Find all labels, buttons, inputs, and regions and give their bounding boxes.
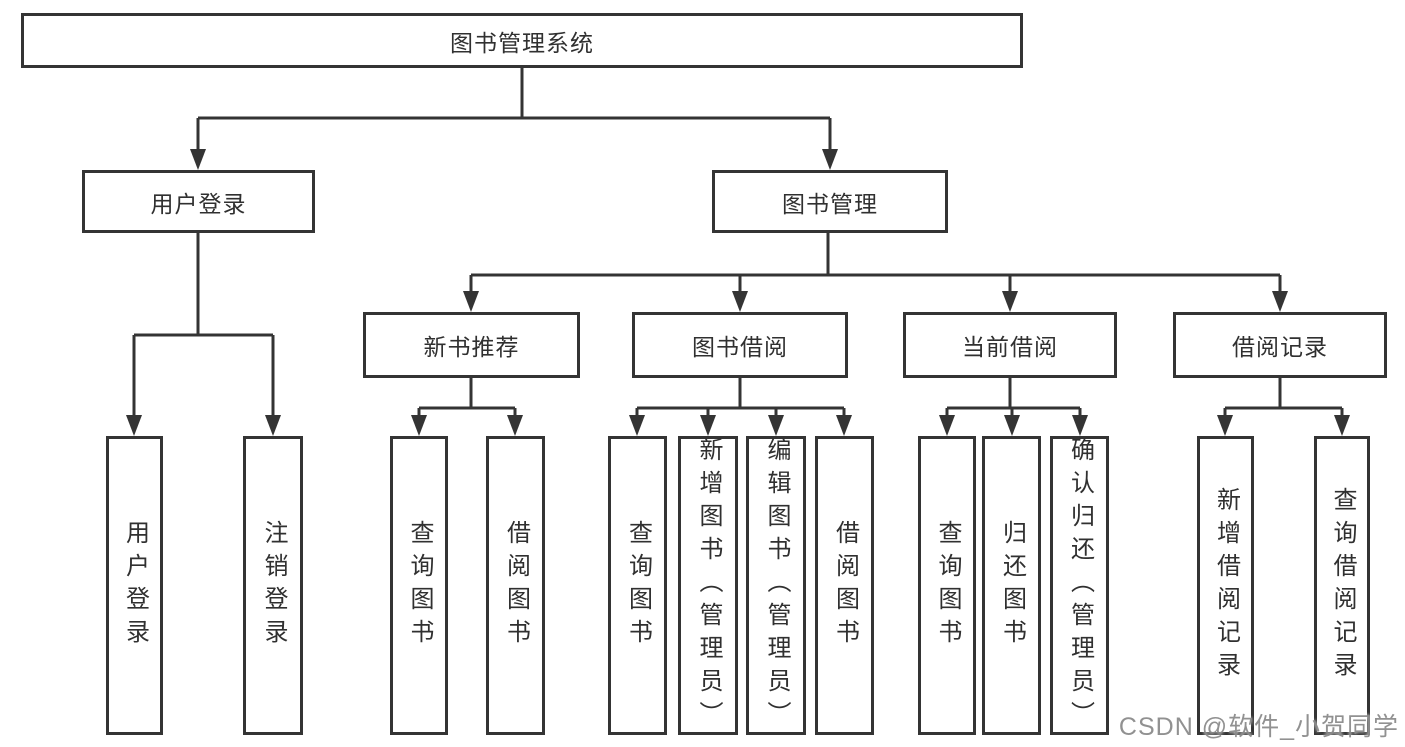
node-label: 新书推荐 — [423, 334, 520, 360]
node-label: 编辑图书（管理员） — [763, 437, 790, 734]
node-label: 查询图书 — [624, 519, 652, 652]
node-label: 新增借阅记录 — [1212, 486, 1240, 685]
node-label: 用户登录 — [121, 519, 149, 652]
node-label: 当前借阅 — [962, 334, 1058, 360]
node-current-borrow: 当前借阅 — [903, 312, 1117, 378]
node-library-management-system: 图书管理系统 — [21, 13, 1023, 68]
leaf-query-book-current: 查询图书 — [918, 436, 976, 735]
node-user-login: 用户登录 — [82, 170, 315, 233]
node-label: 确认归还（管理员） — [1066, 437, 1094, 734]
node-book-management: 图书管理 — [712, 170, 948, 233]
node-label: 图书管理 — [782, 190, 878, 217]
node-label: 借阅图书 — [502, 519, 530, 652]
leaf-borrow-book: 借阅图书 — [815, 436, 874, 735]
node-label: 图书借阅 — [692, 334, 788, 360]
leaf-confirm-return-admin: 确认归还（管理员） — [1050, 436, 1109, 735]
node-label: 查询图书 — [406, 519, 433, 652]
leaf-borrow-book-recommend: 借阅图书 — [486, 436, 545, 735]
node-borrow-records: 借阅记录 — [1173, 312, 1387, 378]
leaf-query-borrow-record: 查询借阅记录 — [1314, 436, 1370, 735]
node-label: 查询图书 — [934, 519, 961, 652]
csdn-watermark: CSDN @软件_小贺同学 — [1118, 713, 1399, 741]
node-label: 图书管理系统 — [450, 29, 594, 56]
arrowheads — [126, 149, 1350, 436]
node-label: 用户登录 — [150, 190, 247, 217]
node-label: 归还图书 — [998, 519, 1026, 652]
leaf-user-login: 用户登录 — [106, 436, 163, 735]
leaf-return-book: 归还图书 — [982, 436, 1041, 735]
node-label: 查询借阅记录 — [1329, 486, 1356, 685]
node-new-book-recommend: 新书推荐 — [363, 312, 580, 378]
leaf-edit-book-admin: 编辑图书（管理员） — [746, 436, 806, 735]
node-label: 借阅图书 — [831, 519, 859, 652]
leaf-logout: 注销登录 — [243, 436, 303, 735]
leaf-query-book-recommend: 查询图书 — [390, 436, 448, 735]
leaf-query-book-borrow: 查询图书 — [608, 436, 667, 735]
node-book-borrow: 图书借阅 — [632, 312, 848, 378]
leaf-add-book-admin: 新增图书（管理员） — [678, 436, 738, 735]
node-label: 注销登录 — [260, 519, 287, 652]
node-label: 新增图书（管理员） — [695, 437, 722, 734]
node-label: 借阅记录 — [1232, 334, 1328, 360]
leaf-add-borrow-record: 新增借阅记录 — [1197, 436, 1254, 735]
